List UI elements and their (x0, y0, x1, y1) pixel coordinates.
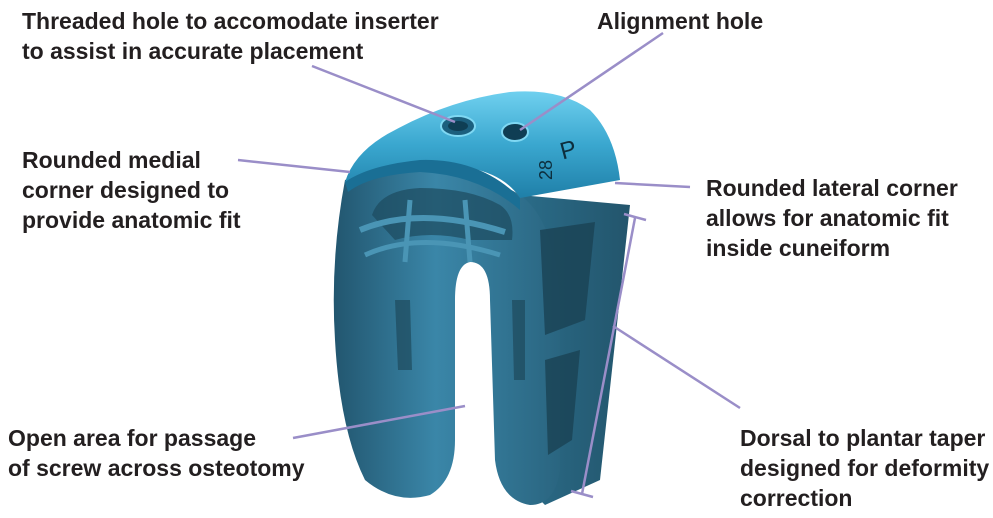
label-alignment-hole: Alignment hole (597, 6, 763, 36)
leader-lateral (615, 183, 690, 187)
label-medial-corner: Rounded medial corner designed to provid… (22, 145, 241, 235)
implant-size: 28 (536, 160, 556, 180)
leader-threaded (312, 66, 455, 122)
leader-taper (613, 326, 740, 408)
implant-body (334, 170, 630, 505)
label-taper: Dorsal to plantar taper designed for def… (740, 423, 989, 513)
label-threaded-hole: Threaded hole to accomodate inserter to … (22, 6, 439, 66)
leader-medial (238, 160, 350, 172)
alignment-hole-icon (502, 123, 528, 141)
label-lateral-corner: Rounded lateral corner allows for anatom… (706, 173, 958, 263)
label-open-area: Open area for passage of screw across os… (8, 423, 305, 483)
